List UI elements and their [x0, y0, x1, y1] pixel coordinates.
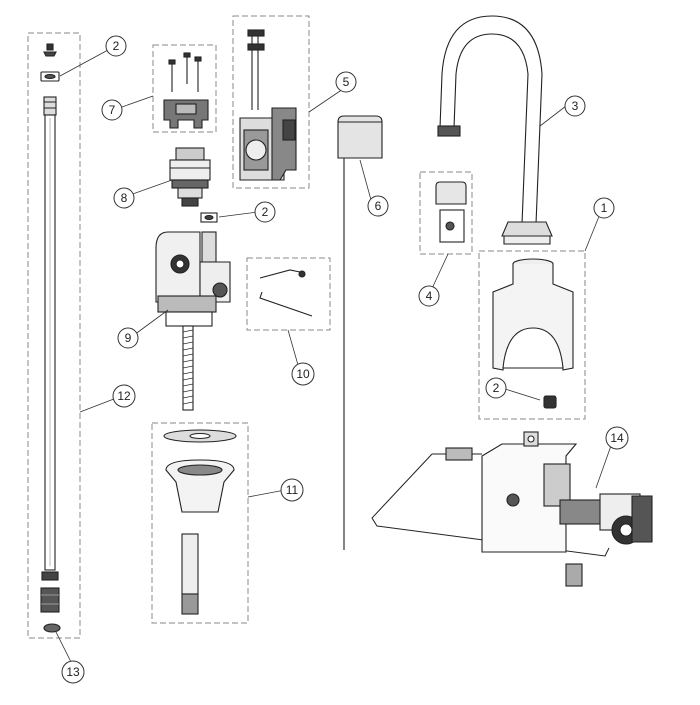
callout-12: 12 — [112, 384, 136, 408]
small-cap-part — [543, 395, 557, 409]
svg-text:13: 13 — [66, 665, 80, 679]
callout-3: 3 — [564, 95, 586, 117]
svg-text:6: 6 — [375, 199, 382, 213]
sensor-cable-part — [337, 115, 383, 550]
valve-body-part — [155, 231, 231, 411]
callout-9: 9 — [117, 327, 139, 349]
callout-2-lower: 2 — [485, 377, 507, 399]
hex-key-tools-part — [259, 269, 313, 317]
callout-14: 14 — [605, 426, 629, 450]
callout-13: 13 — [61, 660, 85, 684]
svg-text:5: 5 — [343, 75, 350, 89]
callout-2-top: 2 — [105, 35, 127, 57]
callout-11: 11 — [280, 478, 304, 502]
callout-8: 8 — [113, 187, 135, 209]
callout-6: 6 — [367, 195, 389, 217]
box-hex-tools — [246, 257, 331, 331]
box-supply-hose — [27, 32, 81, 639]
svg-text:12: 12 — [117, 389, 131, 403]
aerator-part — [435, 181, 467, 243]
mounting-screws-part — [163, 52, 209, 129]
solenoid-assembly-part — [239, 29, 297, 181]
escutcheon-kit-part — [163, 429, 237, 615]
svg-text:11: 11 — [286, 483, 299, 497]
callout-4: 4 — [418, 285, 440, 307]
control-module-part — [371, 431, 653, 587]
callout-10: 10 — [291, 362, 315, 386]
callout-1: 1 — [593, 197, 615, 219]
valve-cartridge-part — [169, 147, 211, 207]
svg-text:2: 2 — [262, 205, 269, 219]
svg-text:3: 3 — [572, 99, 579, 113]
cover-housing-part — [492, 258, 574, 371]
svg-text:14: 14 — [610, 431, 624, 445]
callout-7: 7 — [101, 99, 123, 121]
svg-text:2: 2 — [493, 381, 500, 395]
supply-hose-part — [40, 43, 61, 633]
box-mounting-screws — [152, 44, 217, 133]
svg-text:4: 4 — [426, 289, 433, 303]
gooseneck-spout-part — [437, 15, 553, 245]
box-solenoid — [232, 15, 310, 189]
callout-5: 5 — [335, 71, 357, 93]
svg-text:8: 8 — [121, 191, 128, 205]
svg-text:7: 7 — [109, 103, 116, 117]
box-aerator — [419, 171, 473, 255]
svg-text:10: 10 — [296, 367, 310, 381]
svg-text:9: 9 — [125, 331, 132, 345]
box-escutcheon-kit — [151, 422, 249, 624]
svg-text:1: 1 — [601, 201, 608, 215]
box-cover — [478, 250, 586, 420]
svg-text:2: 2 — [113, 39, 120, 53]
callout-2-middle: 2 — [254, 201, 276, 223]
